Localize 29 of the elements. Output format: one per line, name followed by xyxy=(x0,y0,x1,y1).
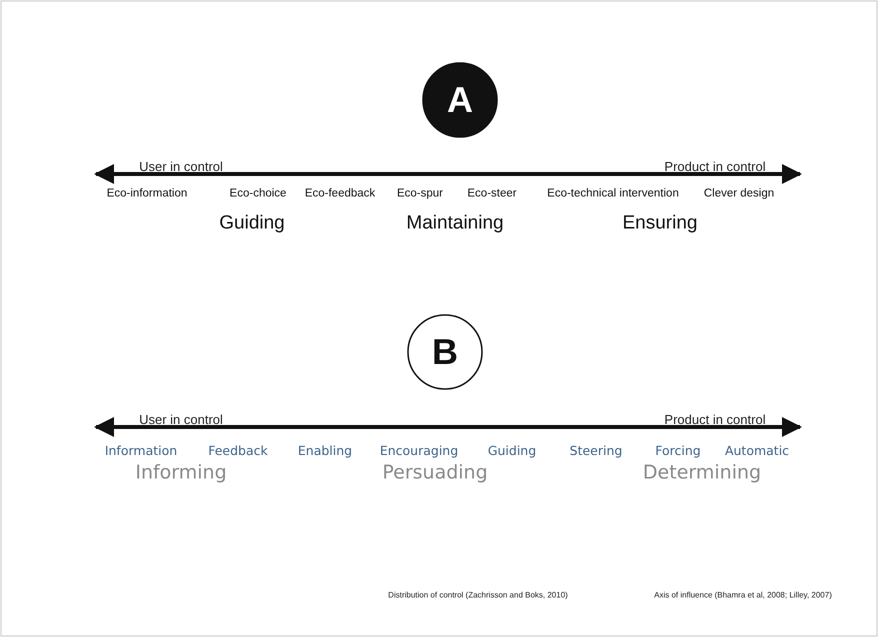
strategy-label: Steering xyxy=(570,444,622,458)
category-label: Persuading xyxy=(382,462,488,484)
strategy-label: Information xyxy=(104,444,178,458)
axis-end-label: User in control xyxy=(139,412,223,428)
axis-end-label: Product in control xyxy=(664,412,766,428)
category-label: Determining xyxy=(642,462,762,484)
category-label: Maintaining xyxy=(406,214,504,234)
strategy-label: Eco-technical intervention xyxy=(547,188,679,200)
strategy-label: Eco-choice xyxy=(230,188,286,200)
strategy-label: Forcing xyxy=(655,444,701,458)
strategy-label: Encouraging xyxy=(380,444,458,458)
strategy-label: Eco-spur xyxy=(396,188,444,200)
category-label: Guiding xyxy=(219,214,285,234)
citation-note: Distribution of control (Zachrisson and Boks, 2010) xyxy=(388,592,568,600)
strategy-label: Guiding xyxy=(488,444,536,458)
citation-note: Axis of influence (Bhamra et al, 2008; Lilley, 2007) xyxy=(654,592,832,600)
strategy-label: Eco-steer xyxy=(467,188,517,200)
strategy-label: Clever design xyxy=(704,188,774,200)
strategy-label: Eco-information xyxy=(106,188,188,200)
strategy-label: Eco-feedback xyxy=(304,188,376,200)
strategy-label: Feedback xyxy=(208,444,268,458)
strategy-label: Enabling xyxy=(298,444,352,458)
category-label: Informing xyxy=(135,462,227,484)
panel-letter: B xyxy=(431,334,459,370)
axis-end-label: User in control xyxy=(139,160,223,174)
strategy-label: Automatic xyxy=(724,444,790,458)
axis-end-label: Product in control xyxy=(664,160,766,174)
category-label: Ensuring xyxy=(622,214,698,234)
panel-letter: A xyxy=(446,82,474,118)
